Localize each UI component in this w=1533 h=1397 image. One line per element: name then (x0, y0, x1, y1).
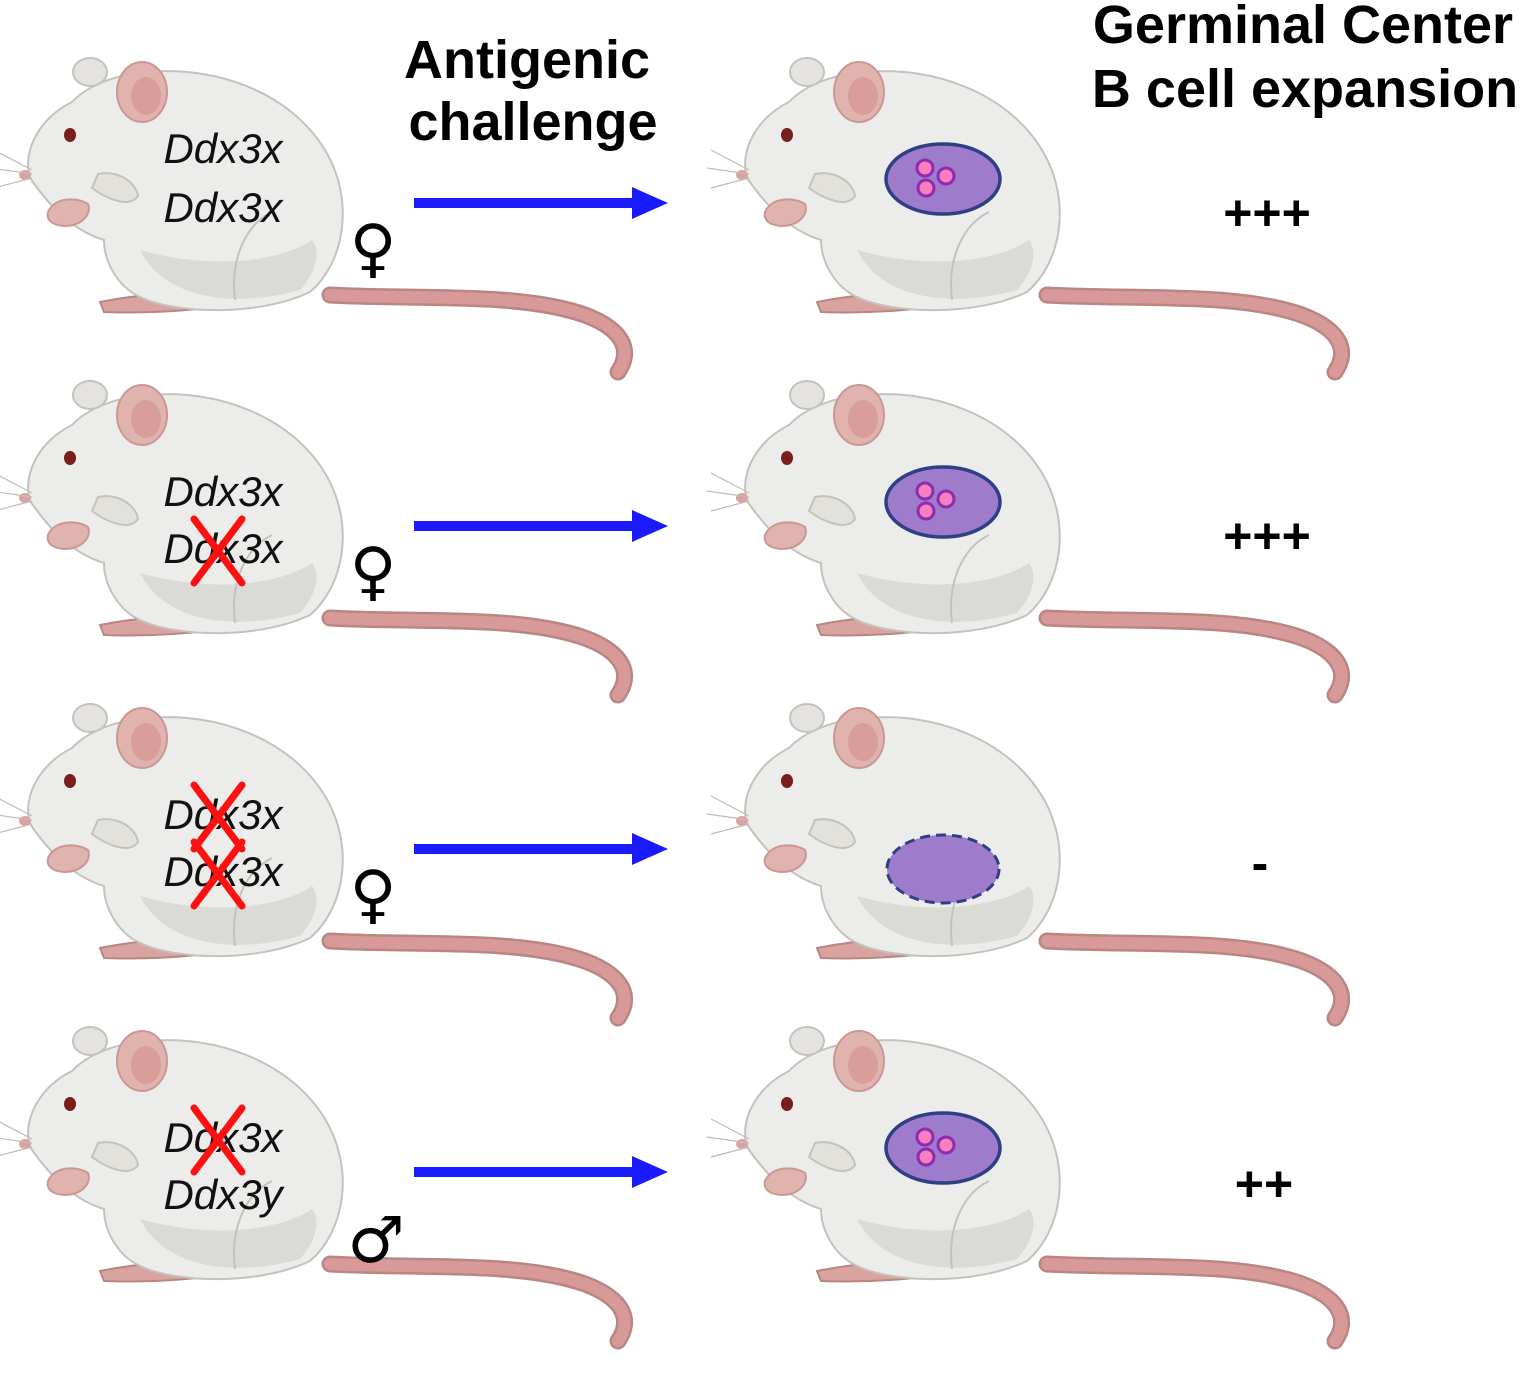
arrow-icon (414, 187, 668, 219)
arrow-icon (414, 510, 668, 542)
gene-label-2: Ddx3x (163, 184, 284, 231)
header-germinal-center-line1: Germinal Center (1093, 0, 1513, 55)
b-cell-icon (936, 166, 956, 186)
germinal-center-icon (884, 142, 1002, 216)
b-cell-icon (915, 158, 935, 178)
expansion-score: +++ (1223, 508, 1311, 564)
female-symbol: ♀ (350, 858, 397, 932)
b-cell-icon (915, 481, 935, 501)
expansion-score: ++ (1235, 1156, 1293, 1212)
header-antigenic-challenge-line1: Antigenic (404, 30, 650, 90)
knockout-x-icon (190, 838, 246, 910)
germinal-center-icon (885, 833, 1001, 905)
knockout-x-icon (190, 1104, 246, 1176)
germinal-center-icon (884, 465, 1002, 539)
header-b-cell-expansion-line2: B cell expansion (1092, 59, 1518, 119)
germinal-center-icon (884, 1111, 1002, 1185)
b-cell-icon (936, 1135, 956, 1155)
b-cell-icon (915, 1127, 935, 1147)
b-cell-icon (936, 489, 956, 509)
gene-label-2: Ddx3y (163, 1171, 285, 1218)
gene-label-1: Ddx3x (163, 468, 284, 515)
genotype-rows: Ddx3xDdx3x♀+++Ddx3xDdx3x♀+++Ddx3xDdx3x♀-… (0, 58, 1342, 1341)
arrow-icon (414, 833, 668, 865)
arrow-icon (414, 1156, 668, 1188)
expansion-score: - (1252, 835, 1269, 891)
female-symbol: ♀ (350, 535, 397, 609)
mouse-before-icon (0, 381, 625, 695)
mouse-before-icon (0, 1027, 625, 1341)
mouse-after-icon (707, 704, 1342, 1018)
knockout-x-icon (190, 515, 246, 587)
mouse-before-icon (0, 704, 625, 1018)
knockout-x-icon (190, 781, 246, 853)
expansion-score: +++ (1223, 185, 1311, 241)
female-symbol: ♀ (350, 212, 397, 286)
gene-label-1: Ddx3x (163, 125, 284, 172)
row-4: Ddx3xDdx3y♂++ (0, 1027, 1342, 1341)
b-cell-icon (916, 1147, 936, 1167)
male-symbol: ♂ (347, 1204, 404, 1278)
b-cell-icon (916, 501, 936, 521)
header-antigenic-challenge-line2: challenge (408, 92, 657, 152)
b-cell-icon (916, 178, 936, 198)
